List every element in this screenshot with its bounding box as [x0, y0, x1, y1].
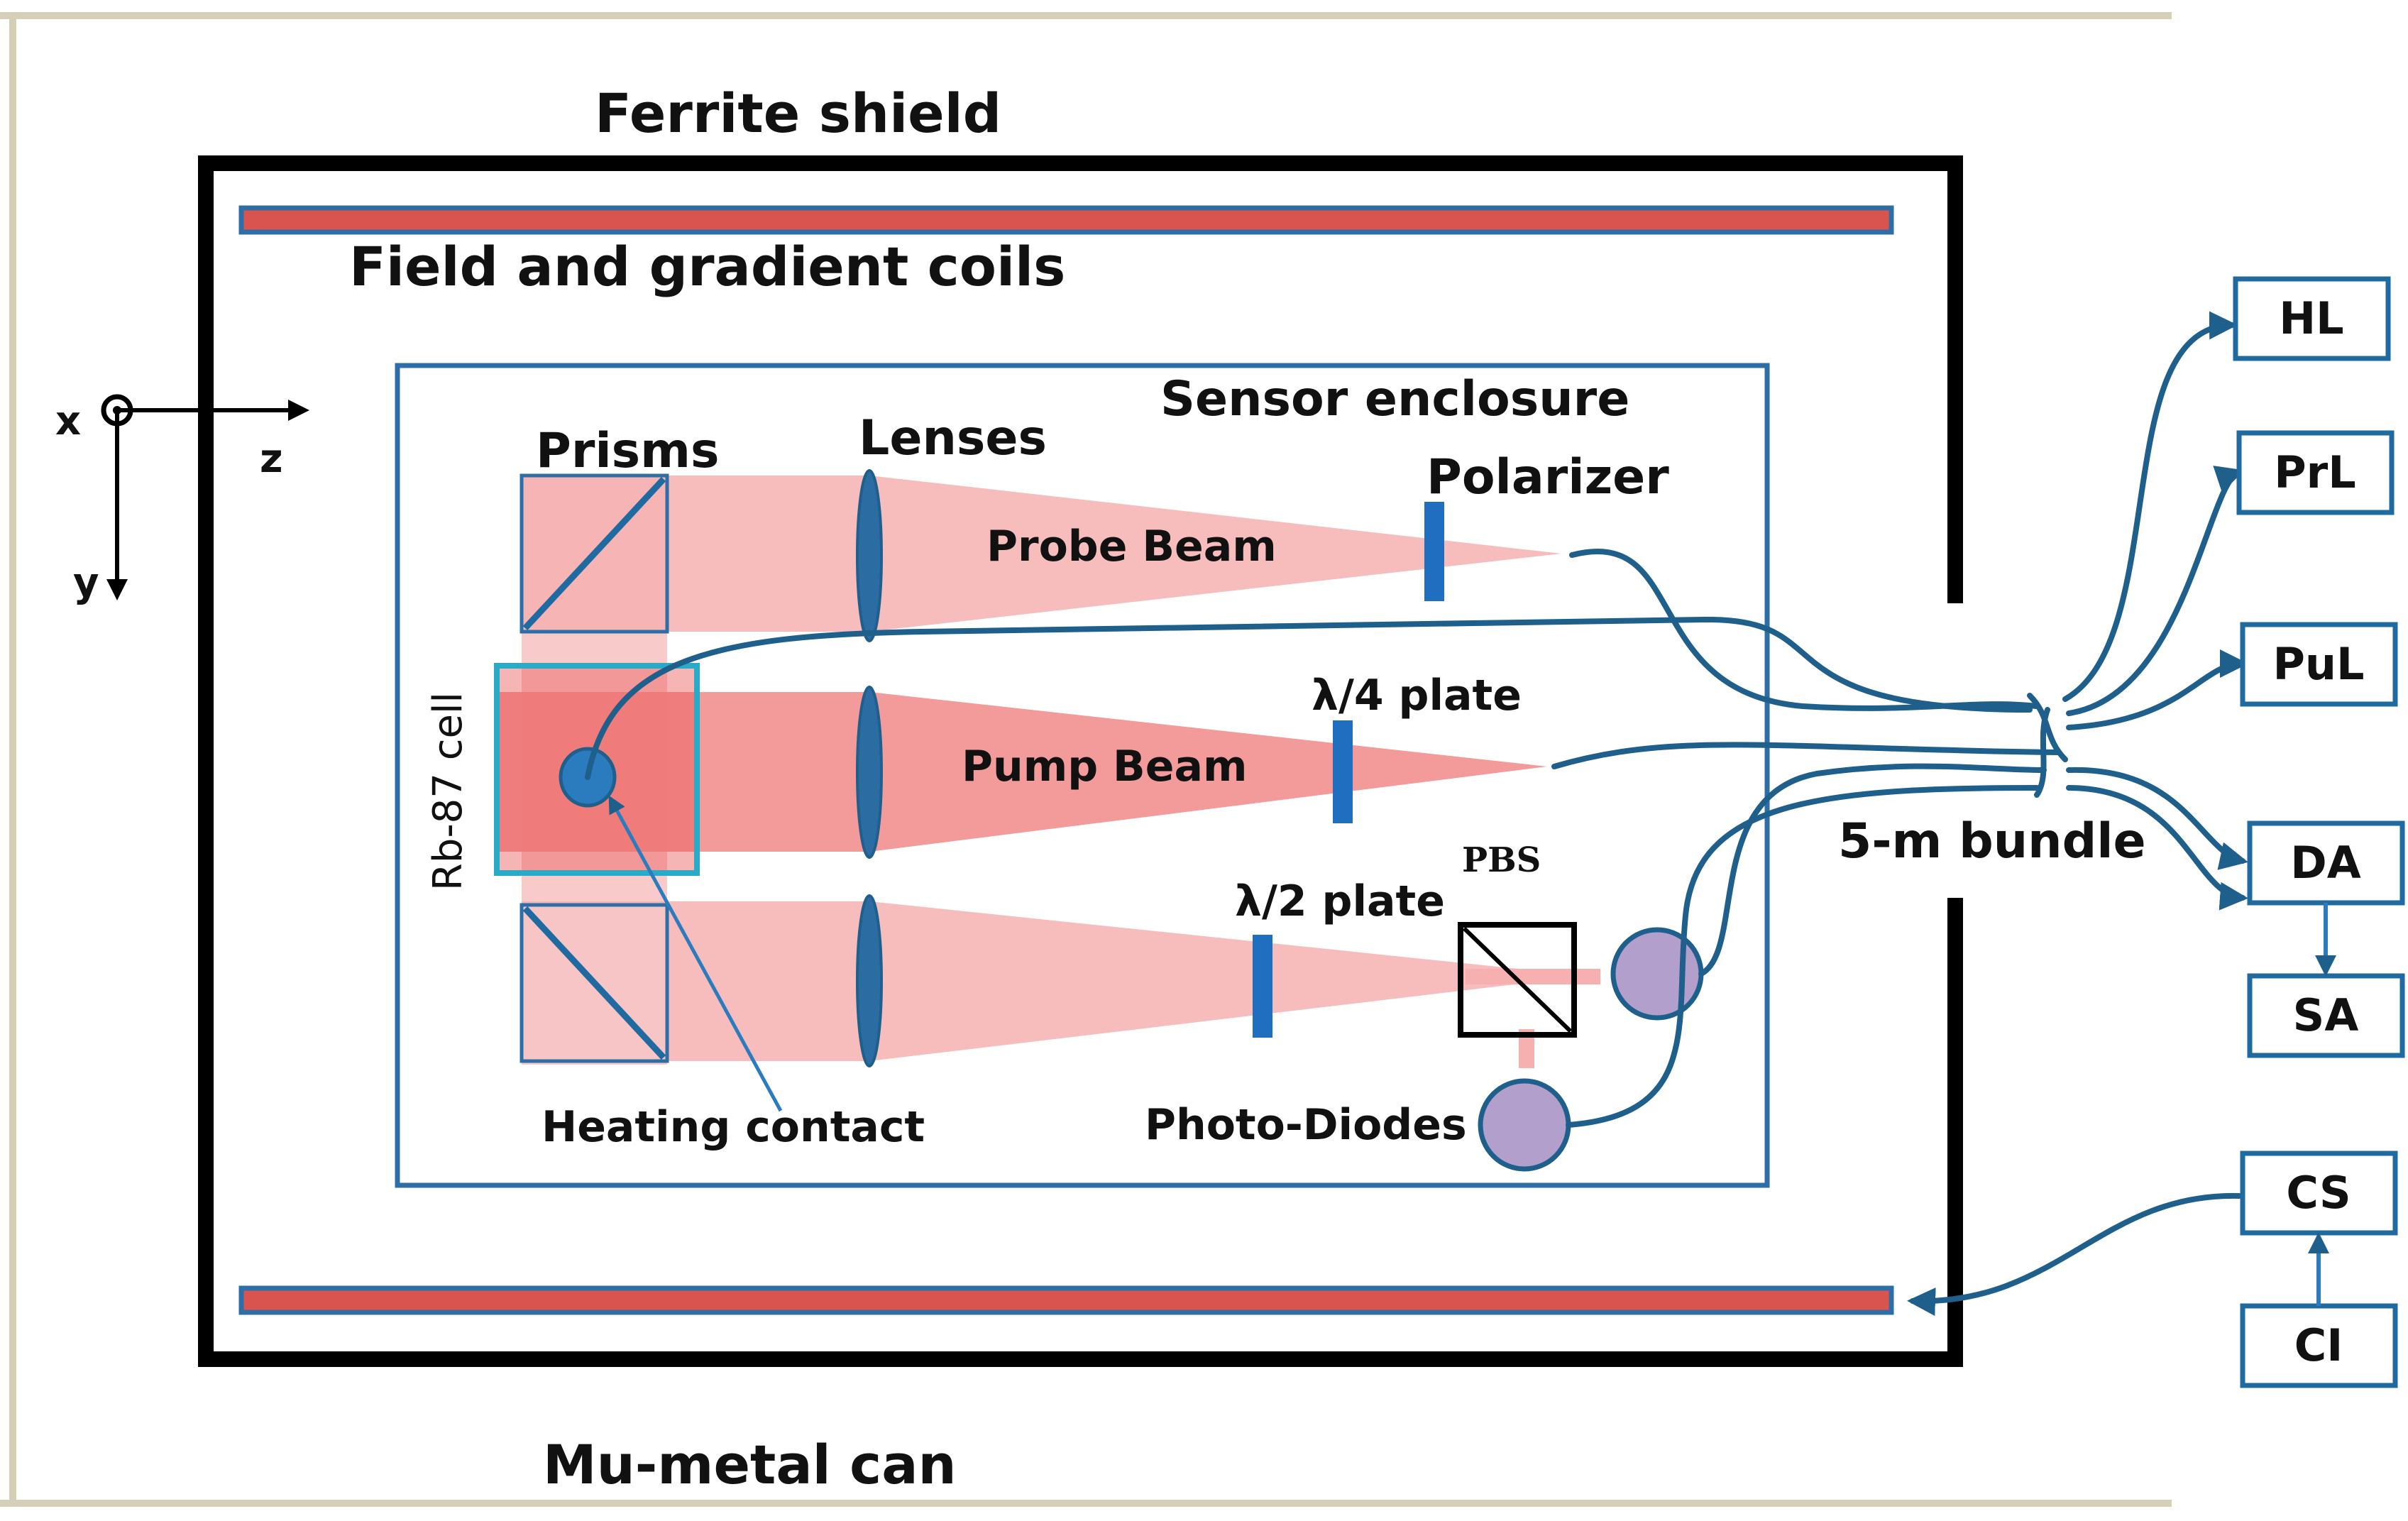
axes-indicator: x z y: [55, 394, 309, 606]
lens-pump: [856, 686, 883, 859]
beams: [497, 476, 1600, 1068]
cs-to-coil-wire: [1907, 1192, 2242, 1317]
sensor-enclosure: [395, 363, 1770, 1188]
external-box-sa: SA: [2247, 973, 2405, 1058]
outer-frame: [0, 12, 2172, 1507]
bottom-coil: [238, 1285, 1894, 1315]
mu-metal-label: Mu-metal can: [543, 1433, 957, 1496]
ferrite-shield-label: Ferrite shield: [595, 82, 1001, 145]
prisms-label: Prisms: [536, 423, 720, 479]
polarizer-label: Polarizer: [1426, 449, 1669, 505]
external-box-pul: PuL: [2240, 622, 2398, 707]
pump-beam: [497, 692, 1547, 852]
quarter-wave-plate: [1333, 720, 1353, 823]
external-box-ci: CI: [2240, 1303, 2398, 1388]
sensor-enclosure-label: Sensor enclosure: [1160, 371, 1629, 427]
coils-label: Field and gradient coils: [349, 235, 1065, 298]
half-plate-label: λ/2 plate: [1235, 877, 1445, 926]
pump-beam-label: Pump Beam: [962, 742, 1247, 791]
bundle-label: 5-m bundle: [1838, 813, 2146, 869]
top-prism: [519, 473, 669, 634]
probe-beam: [522, 476, 1561, 632]
axis-x-label: x: [55, 398, 81, 444]
probe-beam-label: Probe Beam: [986, 522, 1277, 571]
rb-cell-label: Rb-87 cell: [425, 692, 471, 891]
external-box-da: DA: [2247, 820, 2405, 906]
bottom-prism: [519, 903, 669, 1063]
svg-text:DA: DA: [2290, 837, 2360, 889]
top-coil: [238, 205, 1894, 235]
axis-y-label: y: [73, 560, 99, 606]
pbs-label: PBS: [1462, 840, 1541, 880]
heating-contact-arrow: [608, 795, 783, 1112]
heating-contact-label: Heating contact: [541, 1102, 925, 1152]
polarizer: [1424, 502, 1444, 601]
photodiode-bottom: [1478, 1078, 1571, 1172]
svg-text:HL: HL: [2279, 292, 2343, 344]
svg-text:PrL: PrL: [2274, 446, 2356, 498]
photo-diodes-label: Photo-Diodes: [1145, 1100, 1467, 1150]
half-wave-plate: [1253, 935, 1272, 1038]
ferrite-shield-outline: [198, 155, 1963, 1367]
external-box-prl: PrL: [2236, 430, 2395, 515]
lower-beam: [522, 901, 1586, 1061]
lens-probe: [856, 469, 883, 642]
lenses-label: Lenses: [859, 410, 1047, 466]
lens-lower: [856, 894, 883, 1067]
fiber-bundle: [585, 311, 2248, 1128]
photodiode-right: [1610, 927, 1704, 1021]
pbs-cube: [1458, 922, 1577, 1038]
svg-text:SA: SA: [2293, 989, 2359, 1041]
svg-text:PuL: PuL: [2272, 638, 2364, 690]
svg-text:CS: CS: [2286, 1167, 2351, 1219]
svg-text:CI: CI: [2294, 1319, 2343, 1371]
axis-z-label: z: [260, 436, 283, 482]
external-box-cs: CS: [2240, 1151, 2398, 1236]
quarter-plate-label: λ/4 plate: [1312, 671, 1522, 720]
external-box-hl: HL: [2233, 276, 2391, 361]
